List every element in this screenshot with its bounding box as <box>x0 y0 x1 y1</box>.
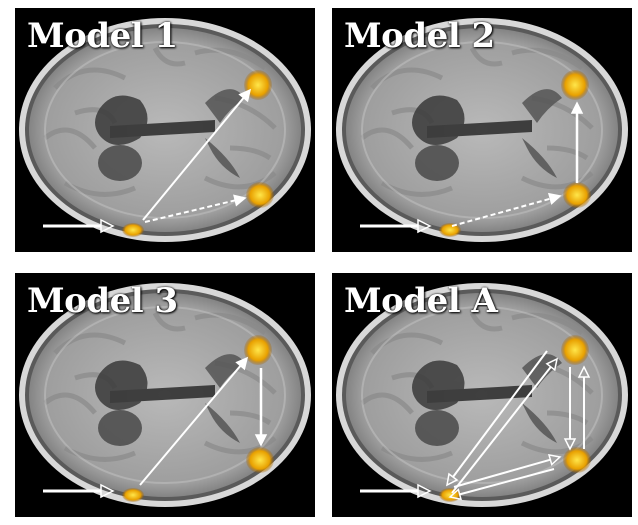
arrow-head <box>418 220 430 232</box>
arrow-line <box>452 199 550 226</box>
panel-title: Model 3 <box>27 281 178 321</box>
arrow-head <box>101 485 113 497</box>
arrow-line <box>453 351 547 477</box>
panel-title: Model 2 <box>344 16 495 56</box>
panel-model-a: Model A <box>332 273 632 517</box>
arrow-head <box>256 435 266 445</box>
arrow-head <box>579 367 589 377</box>
panel-model-3: Model 3 <box>15 273 315 517</box>
arrow-head <box>447 474 457 485</box>
arrow-head <box>234 195 245 205</box>
panel-title: Model 1 <box>27 16 178 56</box>
arrow-head <box>549 455 560 465</box>
arrow-line <box>143 98 244 220</box>
arrow-line <box>145 200 235 222</box>
arrow-head <box>565 439 575 449</box>
arrow-head <box>547 359 557 370</box>
arrow-head <box>572 103 582 113</box>
panel-title: Model A <box>344 281 497 321</box>
panel-model-2: Model 2 <box>332 8 632 252</box>
panel-model-1: Model 1 <box>15 8 315 252</box>
arrow-head <box>101 220 113 232</box>
arrow-head <box>418 485 430 497</box>
arrow-line <box>140 366 241 485</box>
arrow-head <box>549 194 560 204</box>
arrow-head <box>450 490 461 500</box>
